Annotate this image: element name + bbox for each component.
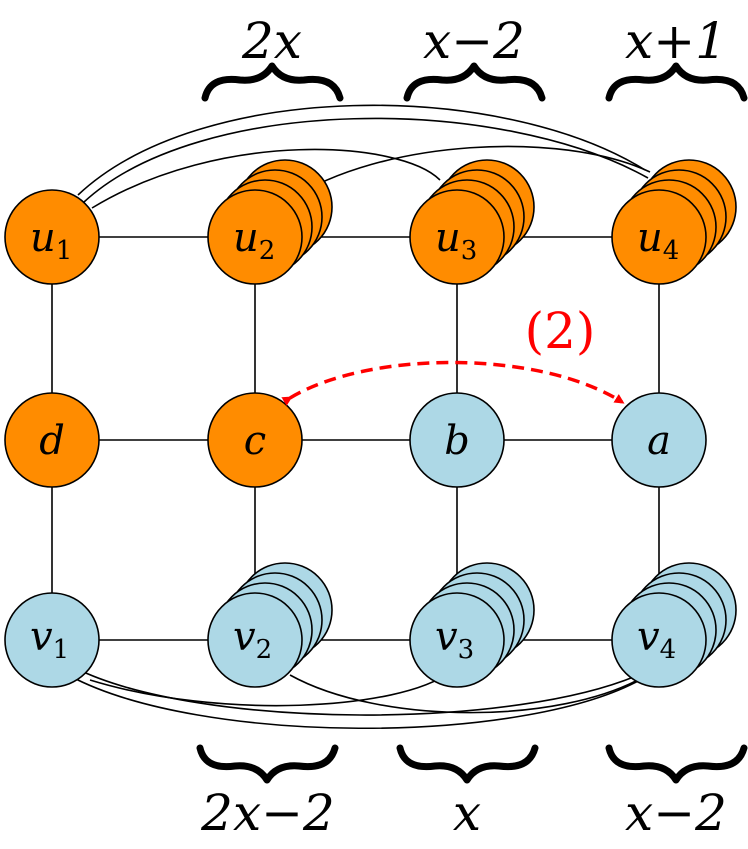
- node-d: [4, 392, 100, 488]
- label-v1: v1: [30, 614, 69, 665]
- node-u1: [4, 189, 100, 285]
- node-v1: [4, 592, 100, 688]
- label-u1: u1: [30, 215, 72, 266]
- brace-top-u2: [201, 62, 344, 102]
- label-d: d: [39, 418, 65, 464]
- node-b: [409, 392, 505, 488]
- label-c: c: [244, 418, 266, 464]
- label-a: a: [647, 418, 671, 464]
- node-u4: [611, 189, 707, 285]
- edge-v1-v4-curve-b: [69, 675, 641, 730]
- label-b: b: [444, 418, 470, 464]
- label-u4: u4: [637, 215, 679, 266]
- edge-u1-u4-curve-a: [77, 104, 646, 196]
- swap-label: (2): [525, 302, 596, 360]
- label-u3: u3: [435, 215, 477, 266]
- label-v3: v3: [435, 614, 474, 665]
- node-v3: [409, 592, 505, 688]
- brace-bottom-v3-label: x: [453, 784, 481, 842]
- brace-bottom-v2: [196, 744, 339, 784]
- swap-arrow: [281, 360, 625, 406]
- edge-u1-u4-curve-b: [83, 117, 649, 203]
- brace-top-u3-label: x−2: [423, 12, 525, 70]
- node-u3: [409, 189, 505, 285]
- label-v4: v4: [637, 614, 676, 665]
- edge-v2-v4-curve: [289, 674, 646, 714]
- label-u2: u2: [233, 215, 275, 266]
- brace-bottom-v4: [605, 744, 748, 784]
- label-v2: v2: [233, 614, 272, 665]
- edge-v1-v4-curve-a: [74, 667, 646, 716]
- node-c: [207, 392, 303, 488]
- brace-top-u3: [403, 62, 546, 102]
- node-v4: [611, 592, 707, 688]
- brace-bottom-v4-label: x−2: [625, 784, 727, 842]
- brace-top-u2-label: 2x: [241, 12, 302, 70]
- node-a: [611, 392, 707, 488]
- node-u2: [207, 189, 303, 285]
- edge-u1-u3-curve: [91, 148, 441, 209]
- node-v2: [207, 592, 303, 688]
- brace-bottom-v2-label: 2x−2: [200, 784, 335, 842]
- brace-bottom-v3: [396, 744, 539, 784]
- edge-v1-v3-curve: [89, 671, 451, 707]
- edge-u2-u4-curve: [289, 145, 651, 201]
- brace-top-u4-label: x+1: [625, 12, 727, 70]
- brace-top-u4: [605, 62, 748, 102]
